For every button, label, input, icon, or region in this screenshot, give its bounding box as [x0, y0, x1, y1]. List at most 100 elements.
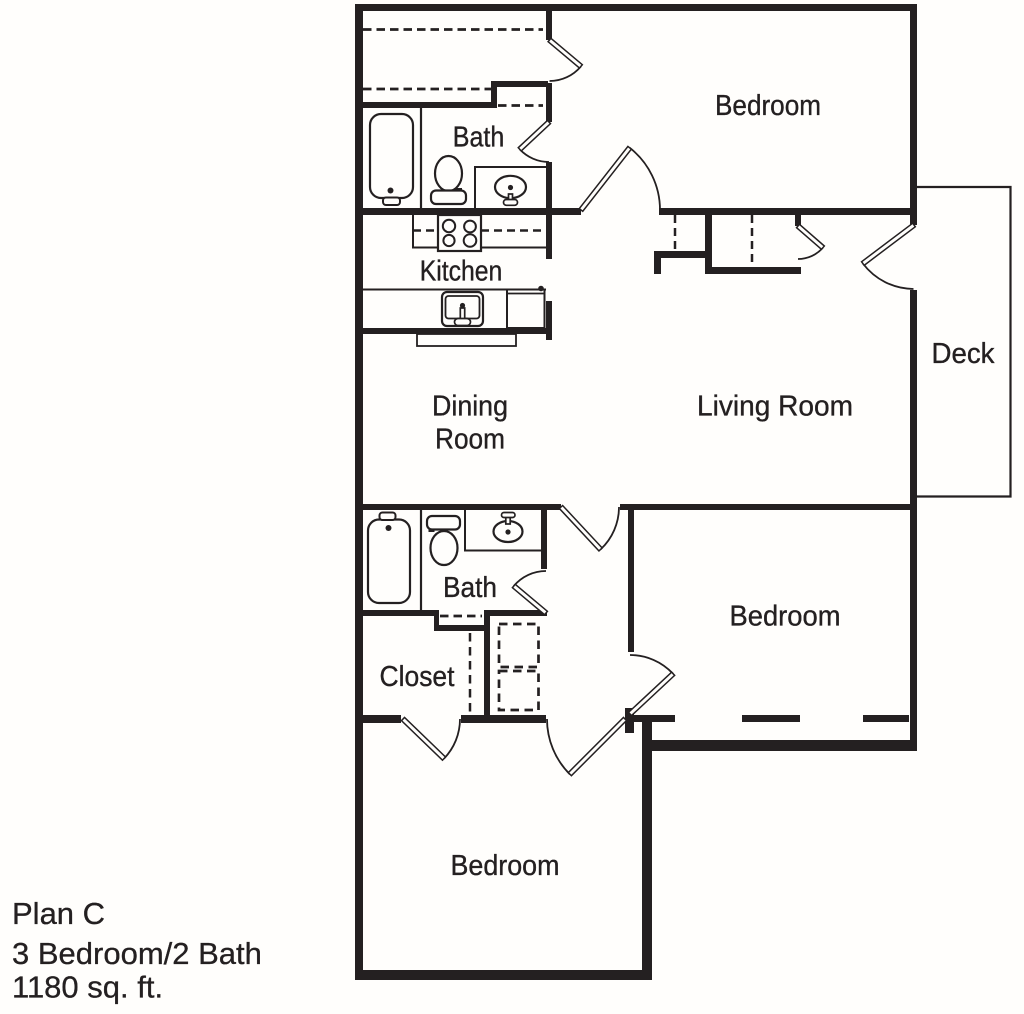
- fixtures: [363, 108, 546, 610]
- bathtub-icon: [366, 518, 412, 605]
- tub-faucet-icon: [382, 196, 401, 206]
- wall-segment: [355, 970, 652, 980]
- wall-segment: [434, 610, 439, 631]
- wall-segment: [795, 215, 801, 226]
- room-label-dining-1: Dining: [432, 391, 508, 423]
- door-bedroom-middle: [627, 654, 676, 717]
- door-arc: [513, 570, 547, 587]
- wall-segment: [485, 610, 547, 616]
- burner: [462, 233, 478, 248]
- dashed-lines: [363, 28, 754, 714]
- door-arc: [546, 718, 571, 775]
- bath-upper-fixtures: [368, 108, 546, 208]
- door-bedroom-bottom: [546, 716, 628, 777]
- door-leaf: [558, 504, 604, 552]
- wall-segment: [491, 81, 548, 87]
- deck-edge: [917, 185, 1012, 498]
- room-label-bedroom-bottom: Bedroom: [451, 850, 560, 882]
- door-leaf: [547, 37, 584, 70]
- plan-configuration: 3 Bedroom/2 Bath: [12, 936, 262, 971]
- door-leaf: [627, 671, 676, 717]
- door-closet-lower: [400, 716, 461, 762]
- room-label-bath-top: Bath: [453, 122, 505, 154]
- door-leaf: [511, 583, 549, 616]
- wall-segment: [484, 610, 490, 717]
- door-leaf: [795, 223, 826, 251]
- door-leaf: [567, 716, 628, 777]
- room-labels: Bedroom Bath Kitchen Dining Room Living …: [379, 90, 995, 882]
- kitchen-faucet-base: [453, 317, 472, 327]
- dishwasher-icon: [506, 288, 546, 329]
- tub-faucet-icon: [378, 511, 397, 521]
- wall-segment: [355, 208, 581, 215]
- sink-faucet-base: [500, 511, 516, 519]
- vanity-counter: [474, 166, 546, 208]
- door-hallway: [558, 504, 620, 552]
- counter-upper: [412, 215, 546, 249]
- wall-segment: [863, 715, 909, 722]
- door-arc: [599, 506, 620, 551]
- doors: [400, 37, 917, 777]
- door-closet-top: [547, 37, 584, 82]
- door-arc: [797, 247, 824, 260]
- wall-segment: [654, 251, 661, 274]
- wall-segment: [645, 740, 917, 751]
- room-label-deck: Deck: [932, 338, 995, 370]
- wall-segment: [546, 83, 552, 122]
- linen-shelf-dash: [497, 669, 540, 712]
- wall-segment: [642, 718, 652, 980]
- wall-segment: [910, 4, 917, 225]
- wall-segment: [546, 4, 552, 40]
- walls: [355, 4, 917, 980]
- room-label-closet-lower: Closet: [380, 661, 455, 693]
- deck-outline: [917, 185, 1012, 498]
- burner: [441, 218, 457, 234]
- door-arc: [629, 146, 661, 211]
- door-entry: [860, 222, 917, 290]
- burner: [442, 233, 456, 248]
- sink-faucet-base: [502, 198, 519, 207]
- room-label-bath-lower: Bath: [443, 572, 497, 604]
- bathtub-icon: [368, 112, 415, 200]
- door-arc: [629, 654, 674, 675]
- toilet-handle: [455, 188, 462, 192]
- door-leaf: [860, 222, 917, 267]
- kitchen-faucet-dot: [459, 302, 466, 309]
- wall-segment: [705, 215, 712, 274]
- tub-drain: [387, 187, 394, 194]
- door-utility: [795, 223, 826, 260]
- sink-drain: [507, 184, 514, 191]
- toilet-tank-icon: [425, 514, 462, 531]
- toilet-tank-icon: [429, 189, 468, 206]
- room-label-kitchen: Kitchen: [420, 256, 503, 288]
- door-leaf: [400, 716, 447, 762]
- door-arc: [862, 262, 914, 290]
- wall-segment: [491, 81, 497, 108]
- door-bath-lower: [511, 570, 549, 616]
- wall-segment: [363, 328, 546, 334]
- door-arc: [519, 148, 550, 163]
- room-label-bedroom-middle: Bedroom: [730, 601, 841, 633]
- wall-segment: [363, 610, 438, 616]
- door-arc: [443, 718, 461, 760]
- wall-segment: [659, 208, 917, 215]
- kitchen-fixtures: [363, 213, 546, 347]
- toilet-handle: [428, 528, 435, 532]
- wall-segment: [355, 4, 917, 11]
- wall-segment: [620, 504, 917, 510]
- room-label-bedroom-top: Bedroom: [715, 90, 821, 122]
- wall-segment: [461, 715, 546, 723]
- wall-segment: [546, 301, 552, 340]
- toilet-bowl-icon: [433, 154, 464, 193]
- linen-shelf-dash: [497, 622, 540, 669]
- wall-segment: [363, 102, 497, 108]
- plan-area: 1180 sq. ft.: [12, 970, 163, 1005]
- title-block: Plan C 3 Bedroom/2 Bath 1180 sq. ft.: [12, 896, 262, 1005]
- plan-title: Plan C: [12, 896, 105, 931]
- door-bedroom-top: [578, 145, 661, 213]
- breakfast-bar: [416, 333, 517, 347]
- door-arc: [549, 65, 582, 82]
- wall-segment: [355, 4, 363, 980]
- wall-segment: [628, 504, 634, 652]
